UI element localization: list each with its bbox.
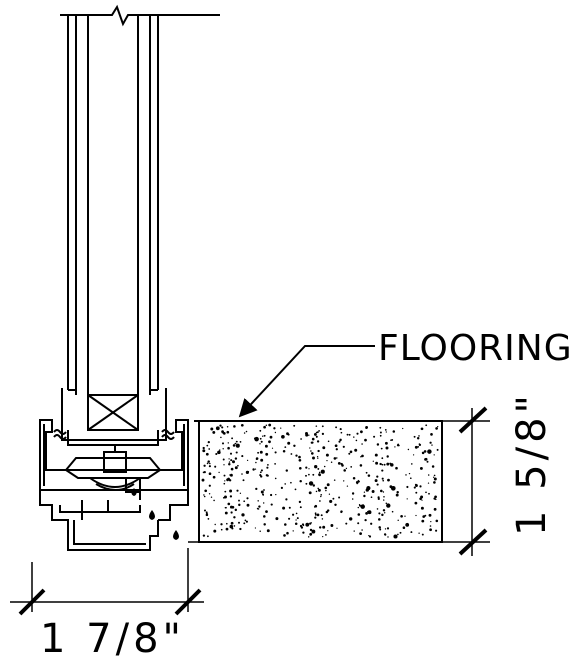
concrete-stipple: [201, 423, 439, 539]
width-dimension-label: 1 7/8": [40, 616, 185, 662]
head-line-with-break: [60, 4, 220, 27]
drip-icon: [149, 510, 155, 520]
flooring-block: [188, 420, 490, 543]
bottom-rail-block: [87, 394, 139, 431]
door-panel: [67, 15, 159, 395]
sill-profile: [39, 388, 189, 551]
height-dimension-line: [458, 406, 488, 556]
width-dimension-line: [10, 548, 204, 616]
flooring-label: FLOORING: [378, 328, 573, 369]
flooring-leader: [238, 345, 375, 418]
drip-icon: [131, 488, 137, 496]
height-dimension-label: 1 5/8": [509, 391, 555, 536]
drip-icon: [173, 530, 179, 540]
